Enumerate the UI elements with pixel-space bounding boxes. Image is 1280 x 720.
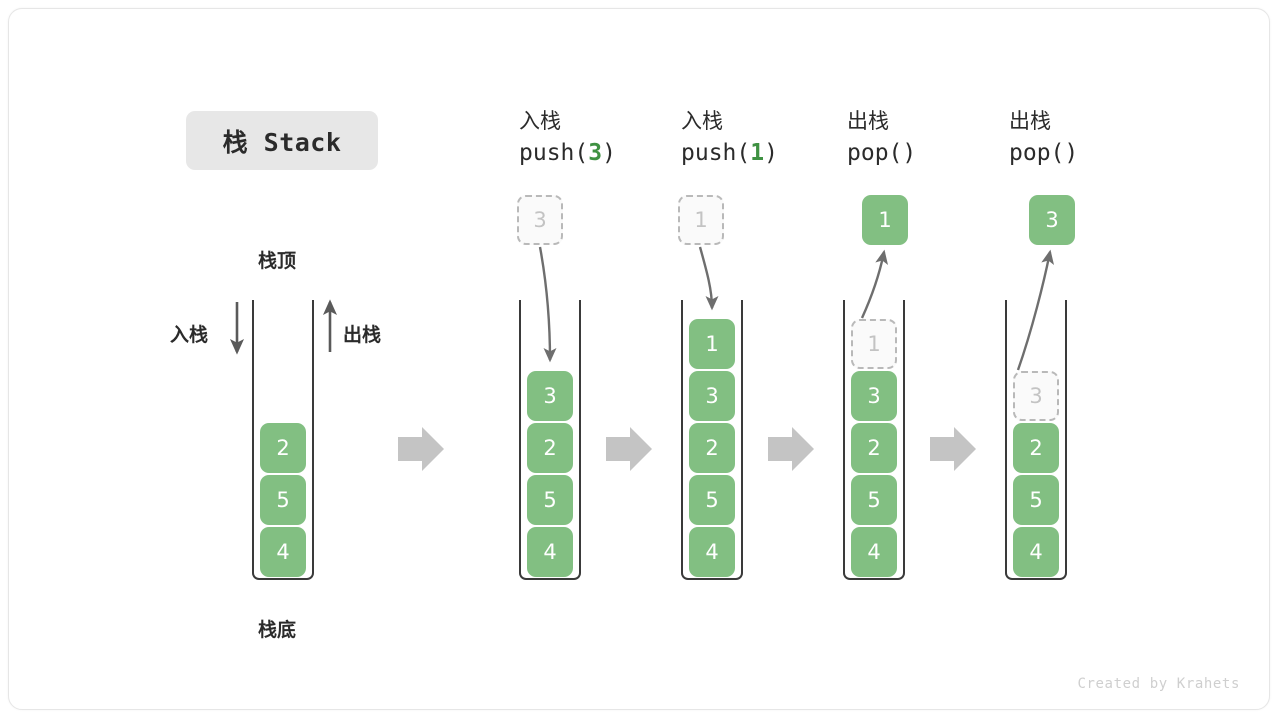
stack-cell: 5 [851,475,897,525]
stack-tube-popping-1 [843,300,905,580]
op-code-value: 3 [588,140,603,166]
floating-cell-push-1: 1 [678,195,724,245]
stack-cell: 5 [689,475,735,525]
stack-cell: 3 [527,371,573,421]
stack-cell: 2 [689,423,735,473]
stack-cell: 3 [689,371,735,421]
stack-tube-popping-3 [1005,300,1067,580]
stack-bottom-label: 栈底 [258,619,297,641]
stack-cell: 5 [1013,475,1059,525]
op-header-code: pop() [1009,136,1179,170]
push-direction-label: 入栈 [170,324,209,346]
op-header-code: push(3) [519,136,689,170]
op-header-cn: 出栈 [847,109,889,133]
op-header-code: pop() [847,136,1017,170]
floating-cell-pop-3: 3 [1029,195,1075,245]
op-header-pop-1: 出栈 pop() [847,106,1017,170]
op-code-prefix: pop( [847,140,903,166]
diagram-title-chip: 栈 Stack [186,111,378,170]
stack-cell-ghost: 1 [851,319,897,369]
op-header-cn: 出栈 [1009,109,1051,133]
op-header-pop-3: 出栈 pop() [1009,106,1179,170]
stack-cell: 4 [527,527,573,577]
op-header-code: push(1) [681,136,851,170]
footer-credit: Created by Krahets [1077,676,1240,692]
stack-cell: 3 [851,371,897,421]
stack-cell: 4 [851,527,897,577]
stack-cell: 4 [689,527,735,577]
stack-cell: 2 [260,423,306,473]
op-code-prefix: push( [519,140,589,166]
op-code-suffix: ) [764,140,778,166]
stack-cell: 2 [851,423,897,473]
stack-cell: 1 [689,319,735,369]
stack-tube-initial [252,300,314,580]
op-code-value: 1 [750,140,765,166]
stack-tube-after-push-1 [681,300,743,580]
stack-cell: 4 [1013,527,1059,577]
op-code-suffix: ) [602,140,616,166]
op-header-cn: 入栈 [519,109,561,133]
stack-cell-ghost: 3 [1013,371,1059,421]
stack-cell: 5 [260,475,306,525]
op-code-suffix: ) [1064,140,1079,166]
floating-cell-push-3: 3 [517,195,563,245]
stack-cell: 4 [260,527,306,577]
op-header-push-3: 入栈 push(3) [519,106,689,170]
stack-cell: 2 [1013,423,1059,473]
stack-cell: 2 [527,423,573,473]
pop-direction-label: 出栈 [343,324,382,346]
floating-cell-pop-1: 1 [862,195,908,245]
page-title: 栈 Stack [222,127,342,157]
op-header-push-1: 入栈 push(1) [681,106,851,170]
op-code-prefix: pop( [1009,140,1065,166]
op-code-prefix: push( [681,140,751,166]
stack-cell: 5 [527,475,573,525]
stack-tube-after-push-3 [519,300,581,580]
stack-top-label: 栈顶 [258,250,297,272]
op-code-suffix: ) [902,140,917,166]
op-header-cn: 入栈 [681,109,723,133]
